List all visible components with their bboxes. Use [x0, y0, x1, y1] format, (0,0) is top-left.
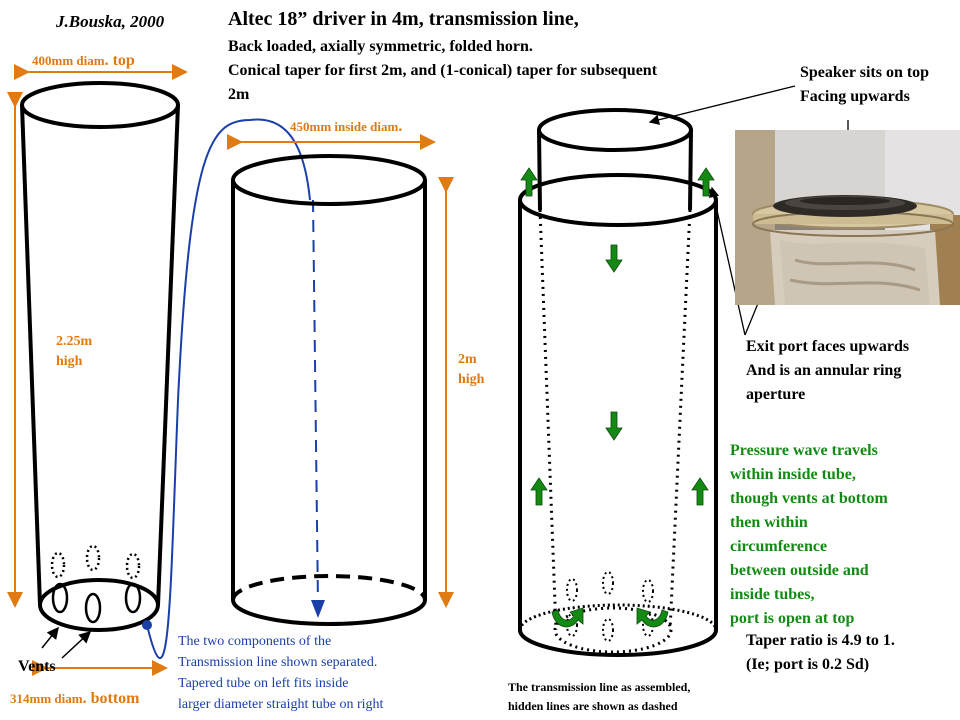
outer-tube-top-rim — [518, 173, 718, 227]
straight-tube-top-rim — [231, 154, 427, 206]
assembled-caption-line: The transmission line as assembled, — [508, 680, 691, 694]
pressure-text-line: port is open at top — [730, 610, 855, 627]
outer-tube-bottom-front — [518, 629, 718, 657]
subtitle-line: 2m — [228, 86, 250, 103]
exit-port-label-line: Exit port faces upwards — [746, 338, 910, 355]
flow-arrow-up — [520, 167, 538, 197]
exit-port-label-line: And is an annular ring — [746, 362, 902, 379]
exit-port-label-line: aperture — [746, 386, 806, 403]
inner-tube-visible-wall — [688, 129, 693, 211]
tapered-tube-bottom-rim — [38, 578, 160, 632]
tapered-tube-left-wall — [20, 104, 42, 606]
straight-tube-bottom-back — [231, 574, 427, 601]
subtitle-line: Conical taper for first 2m, and (1-conic… — [228, 62, 658, 79]
separated-caption-line: The two components of the — [178, 634, 332, 649]
vent — [51, 582, 69, 614]
separated-caption-line: Transmission line shown separated. — [178, 655, 378, 670]
top-diameter-label: 400mm diam. top — [32, 52, 135, 69]
tapered-tube — [20, 81, 180, 632]
tapered-tube-right-wall — [156, 104, 180, 606]
hidden-vent — [125, 552, 141, 580]
left-height-label: high — [56, 354, 83, 369]
straight-tube-bottom-front — [231, 599, 427, 626]
hidden-vent — [642, 579, 654, 603]
exit-port-pointer — [708, 186, 746, 336]
speaker-label-line: Facing upwards — [800, 88, 910, 105]
flow-arrows — [520, 167, 715, 628]
left-height-label: 2.25m — [56, 334, 93, 349]
middle-height-label: 2m — [458, 352, 477, 367]
hidden-inner-wall — [538, 209, 558, 631]
fit-path-dashed — [312, 199, 319, 606]
outer-tube-bottom-back — [518, 603, 718, 631]
fit-path-curve — [146, 118, 311, 660]
pressure-text-line: then within — [730, 514, 808, 531]
pressure-text-line: between outside and — [730, 562, 869, 579]
hidden-vent — [602, 618, 614, 642]
assembled-line — [518, 108, 718, 657]
pressure-text-line: inside tubes, — [730, 586, 815, 603]
hidden-vent — [85, 544, 101, 572]
speaker-pointer — [648, 85, 796, 125]
bottom-diameter-label: 314mm diam. bottom — [10, 690, 140, 707]
taper-ratio-line: Taper ratio is 4.9 to 1. — [746, 632, 895, 649]
hidden-vent — [566, 578, 578, 602]
separated-caption-line: larger diameter straight tube on right — [178, 697, 384, 712]
hidden-vent — [602, 571, 614, 595]
middle-height-label: high — [458, 372, 485, 387]
subtitle-line: Back loaded, axially symmetric, folded h… — [228, 38, 533, 55]
tapered-tube-top-rim — [20, 81, 180, 129]
diagram-title: Altec 18” driver in 4m, transmission lin… — [228, 8, 579, 30]
speaker-label-line: Speaker sits on top — [800, 64, 930, 81]
flow-arrow-up — [691, 477, 709, 506]
speaker-photo-drawing — [735, 130, 960, 305]
hidden-inner-bottom — [553, 606, 673, 654]
speaker-photo — [735, 130, 960, 305]
flow-arrow-down — [605, 244, 623, 273]
pressure-text-line: though vents at bottom — [730, 490, 888, 507]
flow-arrow-curved — [551, 607, 584, 628]
assembled-caption-line: hidden lines are shown as dashed — [508, 699, 678, 713]
vent — [84, 592, 102, 624]
author-credit: J.Bouska, 2000 — [56, 12, 165, 31]
hidden-inner-wall — [668, 209, 692, 631]
vent-pointer — [61, 630, 92, 659]
inner-tube-top-rim — [537, 108, 693, 152]
inside-diameter-label: 450mm inside diam. — [290, 118, 403, 135]
pressure-text-line: within inside tube, — [730, 466, 856, 483]
inner-tube-visible-wall — [537, 129, 542, 211]
flow-arrow-up — [530, 477, 548, 506]
vents-label: Vents — [18, 658, 56, 675]
vent — [124, 582, 142, 614]
straight-tube — [231, 154, 427, 626]
vent-pointer — [41, 626, 59, 649]
flow-arrow-down — [605, 411, 623, 441]
separated-caption-line: Tapered tube on left fits inside — [178, 676, 349, 691]
flow-arrow-curved — [636, 607, 669, 628]
fit-path-arrowhead — [311, 600, 325, 618]
taper-ratio-line: (Ie; port is 0.2 Sd) — [746, 656, 870, 673]
pressure-text-line: circumference — [730, 538, 828, 555]
pressure-text-line: Pressure wave travels — [730, 442, 878, 459]
fit-path-start-dot — [142, 620, 152, 630]
hidden-vent — [50, 551, 66, 579]
